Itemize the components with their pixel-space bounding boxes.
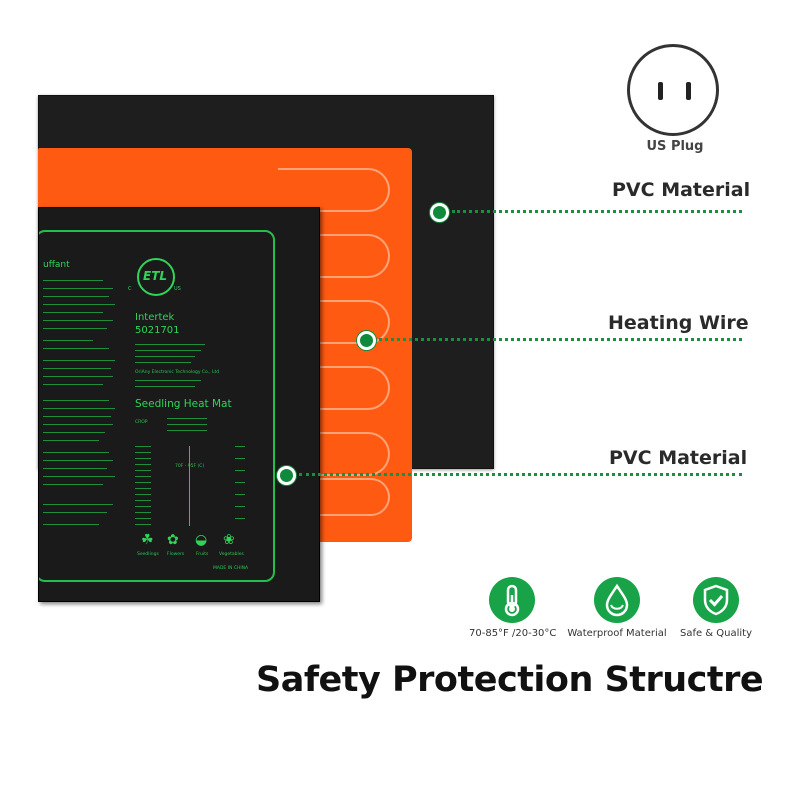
cert-number: 5021701 <box>135 325 180 336</box>
safe-quality-label: Safe & Quality <box>679 628 753 639</box>
vegetables-label: Vegetables <box>219 552 244 557</box>
flowers-label: Flowers <box>167 552 185 557</box>
heating-coil <box>278 478 390 516</box>
callout-dot-pvc-bottom <box>277 466 296 485</box>
french-heading: uffant <box>43 260 70 270</box>
made-in-label: MADE IN CHINA <box>213 566 249 571</box>
etl-mark-c: C <box>128 286 132 292</box>
plug-prong <box>658 82 663 100</box>
crop-table-header: CROP <box>135 420 148 425</box>
callout-line-heating-wire <box>379 338 742 341</box>
etl-mark-us: US <box>174 286 181 292</box>
us-plug-icon <box>627 44 719 136</box>
seedlings-icon: ☘ <box>141 532 154 548</box>
lab-name: Intertek <box>135 312 175 323</box>
waterproof-label: Waterproof Material <box>567 628 667 639</box>
vegetables-icon: ❀ <box>223 532 235 548</box>
shield-check-icon <box>693 577 739 623</box>
fruits-label: Fruits <box>196 552 209 557</box>
callout-line-pvc-top <box>452 210 742 213</box>
callout-dot-pvc-top <box>430 203 449 222</box>
temperature-range-label: 70-85°F /20-30°C <box>469 628 557 639</box>
plug-prong <box>686 82 691 100</box>
callout-dot-heating-wire <box>357 331 376 350</box>
heating-coil <box>278 366 390 410</box>
callout-label-heating-wire: Heating Wire <box>608 312 749 334</box>
printed-label-panel: ETL C US Intertek 5021701 OriAny Electro… <box>39 230 275 582</box>
front-pvc-layer: uffant ETL C US Intertek 5021701 OriAny … <box>38 207 320 602</box>
etl-certification-mark: ETL <box>137 258 175 296</box>
plug-label: US Plug <box>646 139 704 154</box>
flowers-icon: ✿ <box>167 532 179 548</box>
callout-line-pvc-bottom <box>299 473 742 476</box>
water-drop-icon <box>594 577 640 623</box>
thermometer-icon <box>489 577 535 623</box>
heating-coil <box>278 234 390 278</box>
heating-coil <box>278 168 390 212</box>
headline: Safety Protection Structre <box>256 660 764 700</box>
callout-label-pvc-top: PVC Material <box>612 179 751 201</box>
heating-coil <box>278 300 390 344</box>
manufacturer-name: OriAny Electronic Technology Co., Ltd <box>135 370 220 375</box>
callout-label-pvc-bottom: PVC Material <box>609 447 748 469</box>
seedlings-label: Seedlings <box>137 552 159 557</box>
product-name: Seedling Heat Mat <box>135 398 232 410</box>
temp-arrow <box>189 446 190 526</box>
etl-mark-text: ETL <box>143 269 168 283</box>
fruits-icon: ◒ <box>195 532 208 548</box>
